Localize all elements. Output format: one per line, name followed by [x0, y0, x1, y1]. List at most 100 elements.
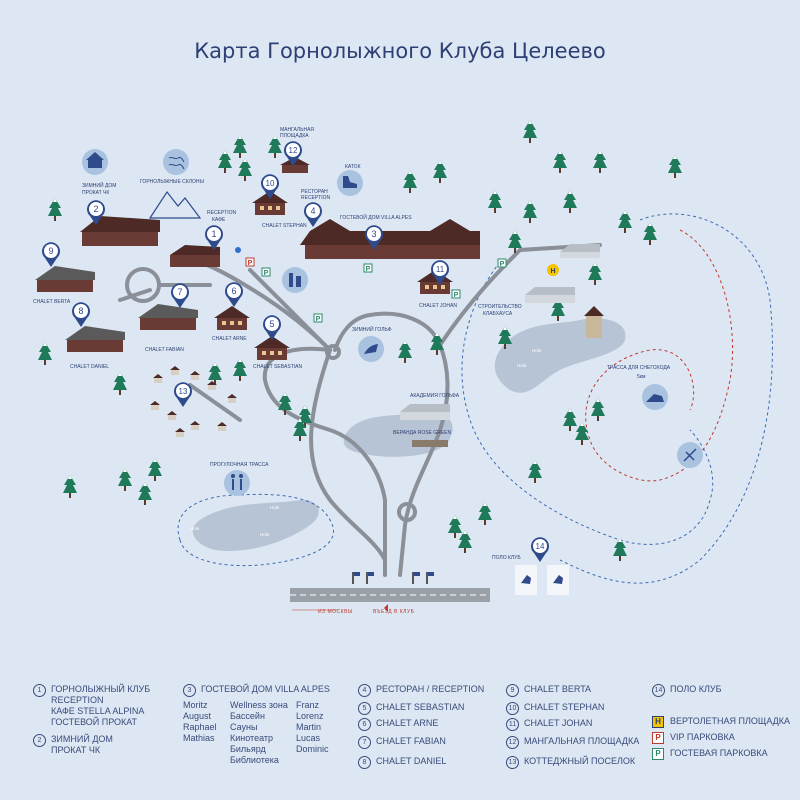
legend-label: CHALET SEBASTIAN [376, 702, 464, 713]
winter-golf-icon [358, 336, 384, 362]
playground-icon [282, 267, 308, 293]
label-winter-golf: ЗИМНИЙ ГОЛЬФ [352, 325, 392, 333]
resort-map: Карта Горнолыжного Клуба Целеево ИЗ МОСК… [33, 39, 773, 615]
legend-room: Библиотека [230, 755, 279, 765]
legend-line: ЗИМНИЙ ДОМ [51, 734, 113, 744]
legend-line: ГОСТЕВОЙ ДОМ VILLA ALPES [201, 684, 330, 694]
legend-room: Moritz [183, 700, 208, 710]
snowmobile-trail [585, 229, 733, 482]
legend-number: 14 [652, 684, 665, 697]
legend-number: 9 [506, 684, 519, 697]
walking-icon [224, 470, 250, 496]
legend-number: 4 [358, 684, 371, 697]
svg-text:12: 12 [289, 146, 298, 155]
pin-5[interactable]: 5 [263, 315, 281, 340]
winter-house-icon [82, 149, 108, 175]
svg-text:P: P [500, 261, 505, 268]
label-chalet-fabian: CHALET FABIAN [145, 347, 184, 353]
map-title: Карта Горнолыжного Клуба Целеево [194, 39, 605, 63]
svg-text:P: P [248, 260, 253, 267]
legend-line: ГОРНОЛЫЖНЫЙ КЛУБ [51, 684, 151, 694]
ski-slopes-icon [163, 149, 189, 175]
pin-4[interactable]: 4 [304, 202, 322, 227]
legend-label: МАНГАЛЬНАЯ ПЛОЩАДКА [524, 736, 639, 747]
legend-number: 10 [506, 702, 519, 715]
pin-13[interactable]: 13 [174, 382, 192, 407]
legend-room: Бильярд [230, 744, 266, 754]
legend-line: КОТТЕДЖНЫЙ ПОСЕЛОК [524, 756, 636, 766]
walk-trail-east [461, 213, 773, 584]
svg-text:11: 11 [436, 265, 445, 274]
hole-label: Hole [260, 532, 270, 537]
legend-helipad-icon: H [652, 716, 664, 728]
legend-label: CHALET ARNE [376, 718, 438, 729]
legend-number: 8 [358, 756, 371, 769]
label-from-moscow: ИЗ МОСКВЫ [318, 609, 353, 615]
pin-3[interactable]: 3 [365, 225, 383, 250]
legend-room: Franz [296, 700, 320, 710]
pin-2[interactable]: 2 [87, 200, 105, 225]
legend-line: ПОЛО КЛУБ [670, 684, 722, 694]
east-lake [494, 318, 626, 393]
svg-text:2: 2 [93, 204, 98, 214]
pin-10[interactable]: 10 [261, 174, 279, 199]
svg-text:P: P [366, 266, 371, 273]
hole-label: Hole [532, 348, 542, 353]
label-chalet-sebastian: CHALET SEBASTIAN [253, 364, 302, 370]
svg-text:9: 9 [48, 246, 53, 256]
guest-parking-marker: P P P P P [261, 258, 507, 323]
pin-12[interactable]: 12 [284, 141, 302, 166]
legend-vip-parking-icon: P [652, 732, 664, 744]
legend-line: РЕСТОРАН / RECEPTION [376, 684, 485, 694]
pin-8[interactable]: 8 [72, 302, 90, 327]
snowmobile-icon [642, 384, 668, 410]
legend-number: 11 [506, 718, 519, 731]
svg-text:7: 7 [177, 287, 182, 297]
svg-text:4: 4 [310, 206, 315, 216]
pin-7[interactable]: 7 [171, 283, 189, 308]
walk-trail-west [177, 493, 334, 567]
legend-line: ПРОКАТ ЧК [51, 745, 101, 755]
west-lake [192, 499, 319, 551]
label-guest-house: ГОСТЕВОЙ ДОМ VILLA ALPES [340, 213, 412, 221]
legend-line: CHALET FABIAN [376, 736, 446, 746]
label-winter-house-1: ЗИМНИЙ ДОМ [82, 181, 116, 189]
legend-number: 7 [358, 736, 371, 749]
svg-text:3: 3 [371, 229, 376, 239]
legend-vip-parking-label: VIP ПАРКОВКА [670, 732, 735, 742]
helipad-marker: H [547, 264, 559, 276]
legend-room: August [183, 711, 212, 721]
label-snowmobile-len: 5км [637, 374, 646, 380]
legend-room: Raphael [183, 722, 217, 732]
legend-line: CHALET JOHAN [524, 718, 593, 728]
label-chalet-berta: CHALET BERTA [33, 299, 71, 305]
legend-room: Сауны [230, 722, 258, 732]
legend-room: Mathias [183, 733, 215, 743]
legend-number: 2 [33, 734, 46, 747]
pin-11[interactable]: 11 [431, 260, 449, 285]
svg-text:8: 8 [78, 306, 83, 316]
pin-6[interactable]: 6 [225, 282, 243, 307]
label-veranda: ВЕРАНДА ROSE GREEN [393, 430, 451, 436]
pin-14[interactable]: 14 [531, 537, 549, 562]
label-polo: ПОЛО КЛУБ [492, 555, 521, 561]
pin-1[interactable]: 1 [205, 225, 223, 250]
legend-room: Wellness зона [230, 700, 288, 710]
buildings [35, 157, 604, 447]
hole-label: Hole [190, 526, 200, 531]
legend-guest-parking-icon: P [652, 748, 664, 760]
rink-icon [337, 170, 363, 196]
pin-9[interactable]: 9 [42, 242, 60, 267]
legend-room: Lucas [296, 733, 321, 743]
legend-label: ПОЛО КЛУБ [670, 684, 722, 695]
label-winter-house-2: ПРОКАТ ЧК [82, 190, 109, 196]
svg-text:P: P [454, 292, 459, 299]
svg-text:13: 13 [179, 387, 188, 396]
entrance-flags-icon [352, 572, 434, 584]
